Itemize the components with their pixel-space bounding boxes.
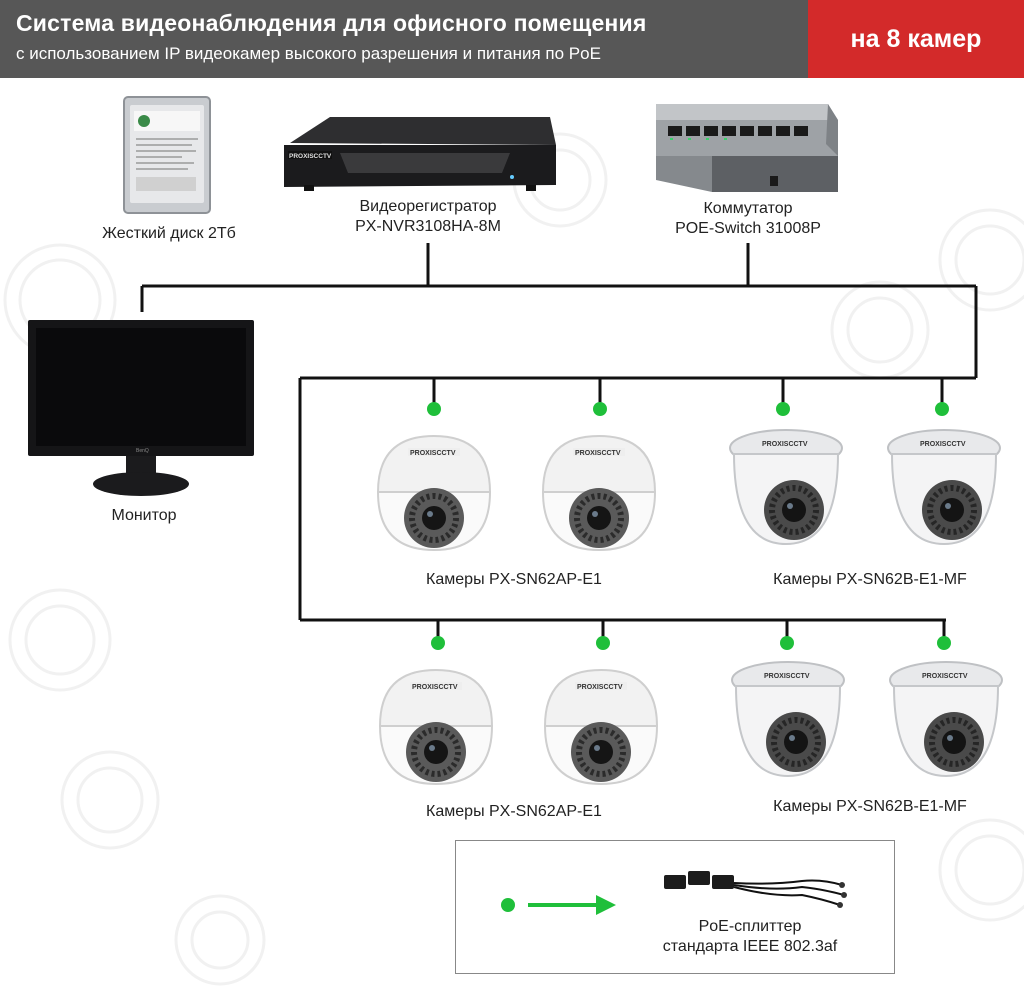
dome-camera-icon: PROXISCCTV — [374, 662, 498, 786]
dome-camera-icon: PROXISCCTV — [537, 428, 661, 552]
legend-line1: PoE-сплиттер — [632, 917, 868, 937]
legend-label: PoE-сплиттер стандарта IEEE 802.3af — [632, 917, 868, 957]
dome-camera-icon: PROXISCCTV — [539, 662, 663, 786]
switch-label-line2: POE-Switch 31008P — [638, 219, 858, 239]
connector-dot — [596, 636, 610, 650]
camera-brand: PROXISCCTV — [920, 441, 966, 448]
camera-group-label: Камеры PX-SN62AP-E1 — [400, 570, 628, 590]
connector-dot — [937, 636, 951, 650]
camera-brand: PROXISCCTV — [922, 673, 968, 680]
camera-brand: PROXISCCTV — [575, 450, 621, 457]
switch-label-line1: Коммутатор — [638, 199, 858, 219]
connector-dot — [780, 636, 794, 650]
monitor-brand: BenQ — [136, 448, 149, 454]
nvr-label: Видеорегистратор PX-NVR3108HA-8M — [318, 197, 538, 237]
vandal-dome-camera-icon: PROXISCCTV — [724, 424, 848, 548]
poe-splitter-icon — [652, 855, 862, 919]
connector-dot — [427, 402, 441, 416]
connector-dot — [935, 402, 949, 416]
camera-brand: PROXISCCTV — [577, 684, 623, 691]
hard-disk-label: Жесткий диск 2Тб — [86, 224, 252, 244]
camera-brand: PROXISCCTV — [764, 673, 810, 680]
camera-brand: PROXISCCTV — [410, 450, 456, 457]
vandal-dome-camera-icon: PROXISCCTV — [726, 656, 850, 780]
monitor-label: Монитор — [84, 506, 204, 526]
nvr-brand: PROXISCCTV — [289, 153, 332, 160]
legend-arrow-icon — [492, 885, 622, 925]
nvr-label-line1: Видеорегистратор — [318, 197, 538, 217]
legend-box: PoE-сплиттер стандарта IEEE 802.3af — [455, 840, 895, 974]
camera-group-label: Камеры PX-SN62B-E1-MF — [746, 797, 994, 817]
connector-dot — [776, 402, 790, 416]
connector-dot — [431, 636, 445, 650]
nvr-label-line2: PX-NVR3108HA-8M — [318, 217, 538, 237]
camera-brand: PROXISCCTV — [412, 684, 458, 691]
vandal-dome-camera-icon: PROXISCCTV — [882, 424, 1006, 548]
poe-switch-icon — [650, 100, 845, 196]
dome-camera-icon: PROXISCCTV — [372, 428, 496, 552]
connector-dot — [593, 402, 607, 416]
camera-group-label: Камеры PX-SN62B-E1-MF — [746, 570, 994, 590]
legend-line2: стандарта IEEE 802.3af — [632, 937, 868, 957]
hard-disk-icon — [122, 95, 212, 215]
camera-brand: PROXISCCTV — [762, 441, 808, 448]
monitor-icon: BenQ — [26, 318, 258, 500]
vandal-dome-camera-icon: PROXISCCTV — [884, 656, 1008, 780]
nvr-icon: PROXISCCTV — [280, 115, 560, 195]
switch-label: Коммутатор POE-Switch 31008P — [638, 199, 858, 239]
camera-group-label: Камеры PX-SN62AP-E1 — [400, 802, 628, 822]
